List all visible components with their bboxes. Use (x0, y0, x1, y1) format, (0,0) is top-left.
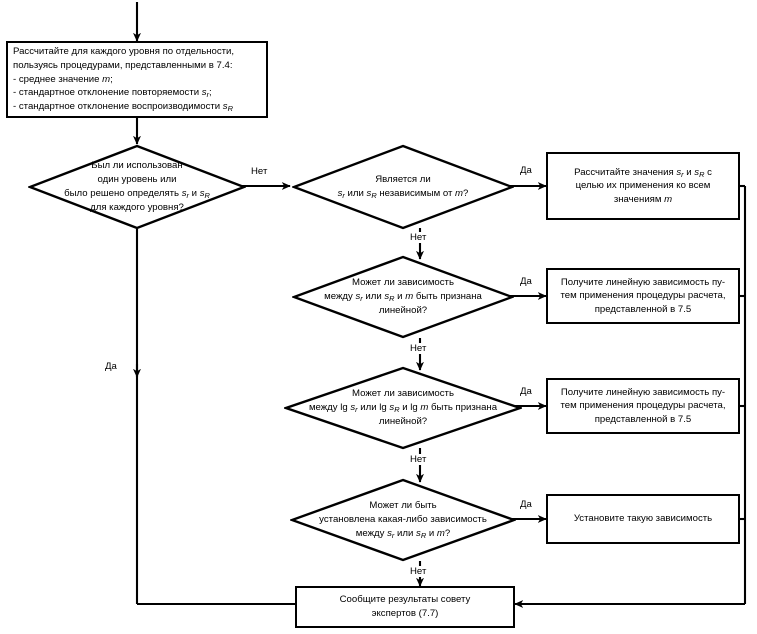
text-line: - стандартное отклонение воспроизводимос… (13, 100, 233, 114)
text-line: значениям m (613, 193, 673, 205)
text-line: тем применения процедуры расчета, (560, 290, 726, 302)
edge-label-yes-2: Да (519, 165, 533, 176)
text-line: Рассчитайте для каждого уровня по отдель… (13, 46, 235, 58)
decision-any-relation: Может ли быть установлена какая-либо зав… (288, 478, 518, 562)
edge-label-yes-5: Да (519, 499, 533, 510)
text-line: Рассчитайте значения sr и sR с (574, 166, 712, 179)
edge-label-no-4: Нет (409, 454, 428, 465)
decision-one-level: Был ли использован один уровень или было… (26, 144, 248, 230)
decision-log-linear-relation: Может ли зависимость между lg sr или lg … (282, 366, 524, 450)
text-line: Установите такую зависимость (573, 513, 713, 525)
edge-label-yes-4: Да (519, 386, 533, 397)
text-line: - среднее значение m; (13, 73, 113, 85)
text-line: Получите линейную зависимость пу- (560, 386, 726, 398)
edge-label-yes-1: Да (104, 361, 118, 372)
edge-label-no-5: Нет (409, 566, 428, 577)
process-report-results-text: Сообщите результаты совету экспертов (7.… (297, 591, 513, 622)
text-line: Сообщите результаты совету (339, 594, 471, 606)
process-report-results: Сообщите результаты совету экспертов (7.… (295, 586, 515, 628)
process-linear-procedure-2: Получите линейную зависимость пу- тем пр… (546, 378, 740, 434)
edge-label-no-2: Нет (409, 232, 428, 243)
diamond-shape (26, 144, 248, 230)
diamond-shape (282, 366, 524, 450)
text-line: - стандартное отклонение повторяемости s… (13, 87, 212, 100)
process-set-relation-text: Установите такую зависимость (548, 510, 738, 528)
process-compute-values: Рассчитайте значения sr и sR с целью их … (546, 152, 740, 220)
diamond-shape (290, 144, 516, 230)
text-line: тем применения процедуры расчета, (560, 400, 726, 412)
process-set-relation: Установите такую зависимость (546, 494, 740, 544)
text-line: целью их применения ко всем (575, 180, 711, 192)
text-line: пользуясь процедурами, представленными в… (13, 60, 233, 72)
decision-linear-relation: Может ли зависимость между sr или sR и m… (290, 255, 516, 339)
process-linear-procedure-1: Получите линейную зависимость пу- тем пр… (546, 268, 740, 324)
process-calculate-per-level: Рассчитайте для каждого уровня по отдель… (6, 41, 268, 118)
text-line: представленной в 7.5 (594, 413, 692, 425)
process-linear-procedure-1-text: Получите линейную зависимость пу- тем пр… (548, 274, 738, 319)
edge-label-no-1: Нет (250, 166, 269, 177)
text-line: Получите линейную зависимость пу- (560, 276, 726, 288)
process-linear-procedure-2-text: Получите линейную зависимость пу- тем пр… (548, 384, 738, 429)
diamond-shape (288, 478, 518, 562)
diamond-shape (290, 255, 516, 339)
text-line: экспертов (7.7) (371, 608, 439, 619)
process-calculate-text: Рассчитайте для каждого уровня по отдель… (8, 43, 266, 115)
edge-label-yes-3: Да (519, 276, 533, 287)
decision-independent-of-m: Является ли sr или sR независимым от m? (290, 144, 516, 230)
process-compute-values-text: Рассчитайте значения sr и sR с целью их … (548, 164, 738, 209)
text-line: представленной в 7.5 (594, 303, 692, 315)
edge-label-no-3: Нет (409, 343, 428, 354)
